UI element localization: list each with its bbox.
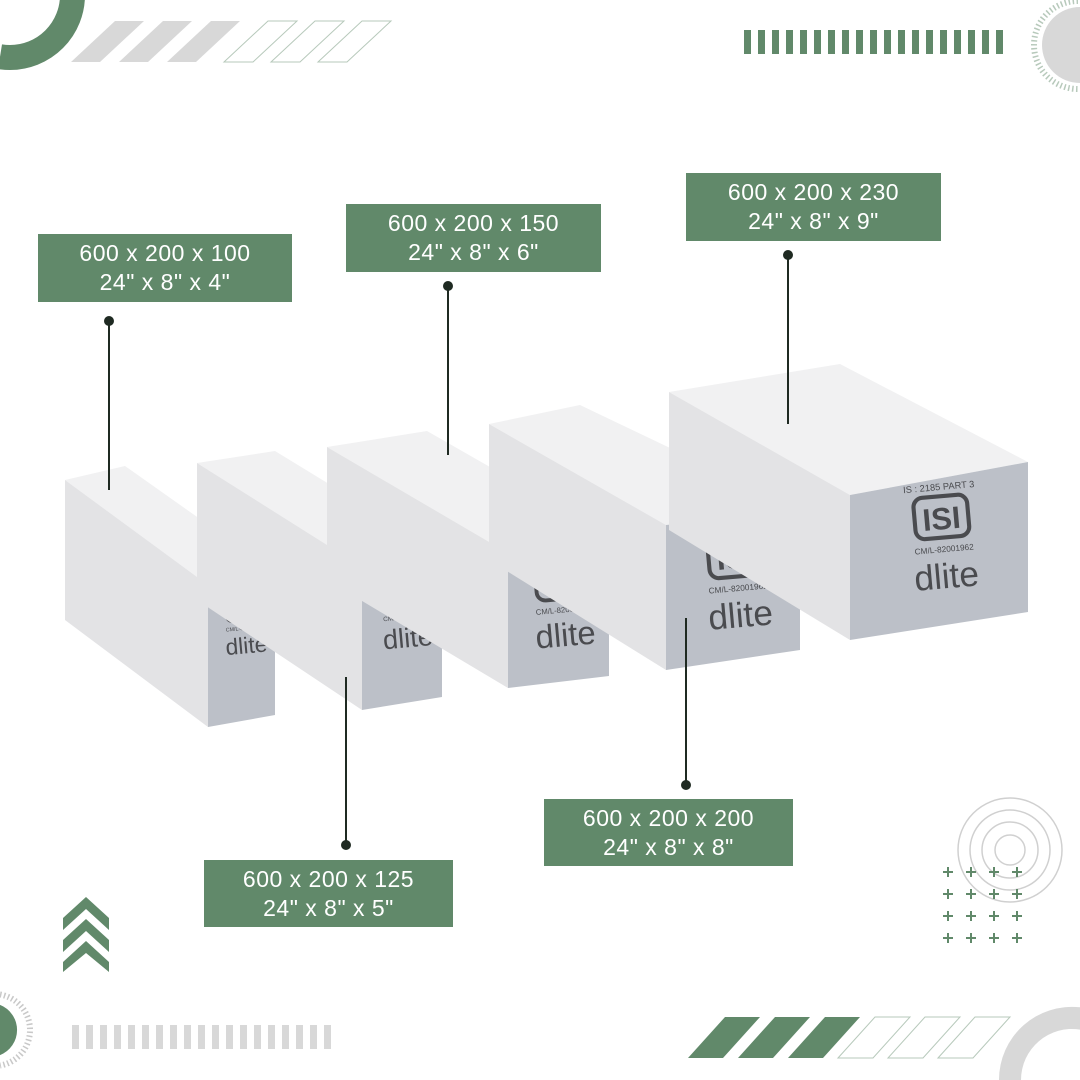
decor-bar <box>856 30 863 54</box>
decor-bar <box>814 30 821 54</box>
size-label-200: 600 x 200 x 200 24" x 8" x 8" <box>544 799 793 866</box>
size-label-125: 600 x 200 x 125 24" x 8" x 5" <box>204 860 453 927</box>
decor-top-right-bars <box>744 30 1003 54</box>
block-side-face <box>197 463 362 710</box>
plus-icon <box>970 867 972 877</box>
plus-icon <box>1016 867 1018 877</box>
size-mm: 600 x 200 x 100 <box>79 240 251 266</box>
decor-bar <box>954 30 961 54</box>
decor-bar <box>254 1025 261 1049</box>
plus-icon <box>993 911 995 921</box>
isi-mark-icon: ISI <box>911 492 972 542</box>
decor-arc-icon <box>0 0 85 71</box>
decor-bar <box>884 30 891 54</box>
decor-bar <box>982 30 989 54</box>
brand-logo: dlite <box>913 554 981 598</box>
decor-bar <box>212 1025 219 1049</box>
decor-bottom-left-bars <box>72 1025 331 1049</box>
decor-bar <box>744 30 751 54</box>
chevrons-up-icon <box>63 897 109 972</box>
decor-bar <box>786 30 793 54</box>
decor-bar <box>184 1025 191 1049</box>
plus-icon <box>970 933 972 943</box>
decor-bar <box>282 1025 289 1049</box>
size-label-100: 600 x 200 x 100 24" x 8" x 4" <box>38 234 292 302</box>
size-inch: 24" x 8" x 5" <box>263 895 394 921</box>
decor-bar <box>226 1025 233 1049</box>
decor-bar <box>898 30 905 54</box>
block-side-face <box>669 392 850 640</box>
block-side-face <box>65 480 208 727</box>
decor-bar <box>100 1025 107 1049</box>
decor-bottom-left <box>0 991 33 1069</box>
decor-bottom-right-stripes <box>688 1006 1080 1080</box>
decor-bar <box>296 1025 303 1049</box>
decor-bar <box>772 30 779 54</box>
decor-bar <box>912 30 919 54</box>
decor-bar <box>828 30 835 54</box>
size-mm: 600 x 200 x 125 <box>242 866 415 892</box>
decor-bar <box>142 1025 149 1049</box>
plus-icon <box>993 889 995 899</box>
plus-icon <box>993 933 995 943</box>
decor-bar <box>128 1025 135 1049</box>
plus-icon <box>947 889 949 899</box>
plus-icon <box>947 933 949 943</box>
decor-top-right-circle <box>1031 0 1080 92</box>
plus-icon <box>970 889 972 899</box>
size-inch: 24" x 8" x 4" <box>99 269 231 295</box>
size-inch: 24" x 8" x 9" <box>748 208 879 234</box>
decor-plus-grid <box>943 867 1022 943</box>
decor-stripes-outline <box>222 20 393 63</box>
decor-bar <box>926 30 933 54</box>
decor-bar <box>842 30 849 54</box>
decor-top-left <box>0 0 393 71</box>
connectors <box>104 250 793 850</box>
plus-icon <box>1016 911 1018 921</box>
decor-bar <box>86 1025 93 1049</box>
size-label-230: 600 x 200 x 230 24" x 8" x 9" <box>686 173 941 241</box>
plus-icon <box>970 911 972 921</box>
plus-icon <box>947 867 949 877</box>
plus-icon <box>993 867 995 877</box>
block-side-face <box>489 424 666 670</box>
decor-concentric-circles <box>957 797 1063 903</box>
size-mm: 600 x 200 x 200 <box>582 805 755 831</box>
decor-bar <box>114 1025 121 1049</box>
plus-icon <box>947 911 949 921</box>
decor-bar <box>170 1025 177 1049</box>
decor-bar <box>870 30 877 54</box>
decor-bar <box>758 30 765 54</box>
size-mm: 600 x 200 x 230 <box>727 179 900 205</box>
isi-mark-text: ISI <box>921 500 962 538</box>
brand-logo: dlite <box>707 593 775 637</box>
size-inch: 24" x 8" x 6" <box>408 239 539 265</box>
size-label-150: 600 x 200 x 150 24" x 8" x 6" <box>346 204 601 272</box>
block-top-face <box>669 364 1028 495</box>
size-mm: 600 x 200 x 150 <box>387 210 560 236</box>
decor-bar <box>240 1025 247 1049</box>
decor-bar <box>968 30 975 54</box>
decor-bar <box>940 30 947 54</box>
size-inch: 24" x 8" x 8" <box>603 834 734 860</box>
block-side-face <box>327 447 508 688</box>
decor-bar <box>198 1025 205 1049</box>
block-front-face <box>850 462 1028 640</box>
decor-stripes-gray <box>71 21 240 62</box>
decor-bar <box>996 30 1003 54</box>
decor-bar <box>268 1025 275 1049</box>
decor-bar <box>800 30 807 54</box>
decor-bar <box>72 1025 79 1049</box>
plus-icon <box>1016 933 1018 943</box>
decor-bar <box>156 1025 163 1049</box>
decor-arc-icon <box>998 1006 1080 1080</box>
decor-bar <box>310 1025 317 1049</box>
decor-bar <box>324 1025 331 1049</box>
plus-icon <box>1016 889 1018 899</box>
